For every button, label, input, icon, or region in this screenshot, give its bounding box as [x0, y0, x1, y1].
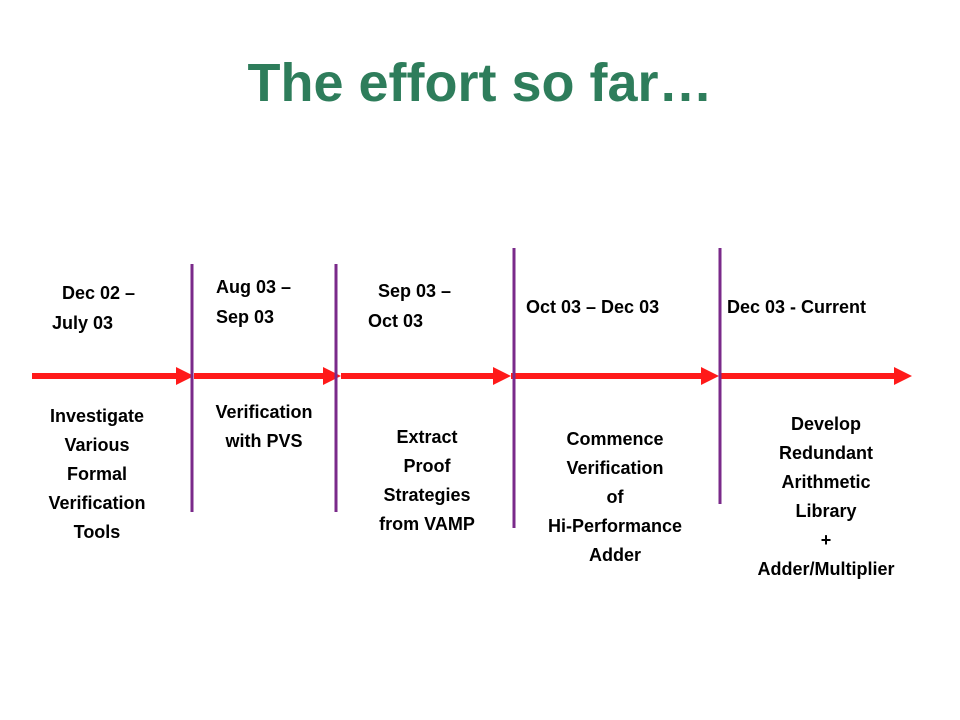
- phase-1-date: Dec 02 – July 03: [52, 283, 136, 333]
- arrowhead-2: [323, 367, 341, 385]
- phase-4-date: Oct 03 – Dec 03: [526, 297, 660, 317]
- timeline-arrows: [32, 367, 912, 385]
- arrowhead-1: [176, 367, 194, 385]
- phase-5-date: Dec 03 - Current: [727, 297, 867, 317]
- phase-4-description: Commence Verification of Hi-Performance …: [547, 429, 683, 565]
- phase-1-description: Investigate Various Formal Verification …: [48, 406, 146, 542]
- phase-5-description: Develop Redundant Arithmetic Library + A…: [757, 414, 895, 579]
- arrowhead-3: [493, 367, 511, 385]
- arrowhead-4: [701, 367, 719, 385]
- phase-2-date: Aug 03 – Sep 03: [216, 277, 292, 327]
- timeline-dividers: [190, 248, 722, 528]
- phase-3-description: Extract Proof Strategies from VAMP: [379, 427, 475, 534]
- phase-3-date: Sep 03 – Oct 03: [368, 281, 452, 331]
- phase-2-description: Verification with PVS: [215, 402, 313, 451]
- slide-title: The effort so far…: [247, 53, 713, 113]
- arrowhead-5: [894, 367, 912, 385]
